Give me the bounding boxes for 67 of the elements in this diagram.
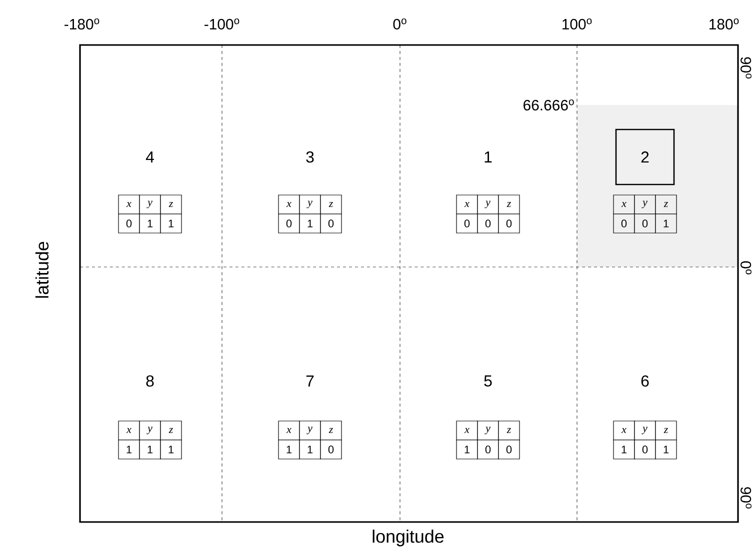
table-cell: 1 bbox=[278, 440, 300, 460]
region-number: 8 bbox=[146, 375, 154, 387]
table-cell: x bbox=[456, 194, 478, 214]
table-cell: z bbox=[160, 420, 182, 440]
region-number: 4 bbox=[146, 152, 154, 162]
table-cell: x bbox=[613, 194, 635, 214]
table-cell: y bbox=[477, 194, 499, 214]
tick-label: 0$^{o}$ bbox=[393, 18, 406, 30]
table-cell: 1 bbox=[299, 214, 321, 234]
tick-label: 180$^{o}$ bbox=[710, 18, 739, 30]
tick-label: 100$^{o}$ bbox=[562, 18, 592, 30]
tick-label: 90$^{o}$ bbox=[740, 487, 752, 509]
table-cell: y bbox=[477, 420, 499, 440]
table-cell: x bbox=[278, 420, 300, 440]
table-cell: 1 bbox=[456, 440, 478, 460]
region-number: 5 bbox=[484, 375, 492, 387]
table-cell: 1 bbox=[655, 440, 677, 460]
table-cell: 0 bbox=[320, 440, 342, 460]
tick-label: 90$^{o}$ bbox=[740, 57, 752, 79]
boxed-region-number: 2 bbox=[615, 128, 675, 186]
table-cell: y bbox=[634, 420, 656, 440]
table-cell: 1 bbox=[139, 440, 161, 460]
table-cell: 1 bbox=[613, 440, 635, 460]
table-cell: z bbox=[655, 420, 677, 440]
table-cell: 1 bbox=[655, 214, 677, 234]
table-cell: y bbox=[634, 194, 656, 214]
table-cell: 0 bbox=[634, 214, 656, 234]
table-cell: y bbox=[139, 420, 161, 440]
table-cell: 0 bbox=[498, 214, 520, 234]
table-cell: 0 bbox=[477, 440, 499, 460]
table-cell: 0 bbox=[498, 440, 520, 460]
latitude-label: 66.666$^{o}$ bbox=[524, 100, 574, 110]
table-cell: z bbox=[498, 420, 520, 440]
table-cell: 1 bbox=[299, 440, 321, 460]
table-cell: x bbox=[118, 194, 140, 214]
table-cell: 0 bbox=[320, 214, 342, 234]
table-cell: 0 bbox=[613, 214, 635, 234]
tick-label: -100$^{o}$ bbox=[204, 18, 240, 30]
tick-label: 0$^{o}$ bbox=[740, 261, 752, 274]
table-cell: 0 bbox=[634, 440, 656, 460]
table-cell: z bbox=[498, 194, 520, 214]
region-number: 7 bbox=[306, 376, 314, 386]
tick-label: -180$^{o}$ bbox=[64, 18, 100, 30]
table-cell: 0 bbox=[118, 214, 140, 234]
table-cell: x bbox=[278, 194, 300, 214]
table-cell: y bbox=[299, 420, 321, 440]
table-cell: 1 bbox=[139, 214, 161, 234]
table-cell: y bbox=[299, 194, 321, 214]
region-number: 3 bbox=[306, 151, 314, 163]
table-cell: 0 bbox=[278, 214, 300, 234]
table-cell: 1 bbox=[118, 440, 140, 460]
table-cell: y bbox=[139, 194, 161, 214]
table-cell: 0 bbox=[456, 214, 478, 234]
table-cell: 0 bbox=[477, 214, 499, 234]
table-cell: 1 bbox=[160, 440, 182, 460]
region-number: 6 bbox=[641, 375, 649, 387]
table-cell: z bbox=[160, 194, 182, 214]
table-cell: z bbox=[320, 420, 342, 440]
table-cell: x bbox=[456, 420, 478, 440]
table-cell: z bbox=[655, 194, 677, 214]
table-cell: x bbox=[613, 420, 635, 440]
table-cell: x bbox=[118, 420, 140, 440]
axis-title: longitude bbox=[372, 530, 444, 546]
table-cell: z bbox=[320, 194, 342, 214]
table-cell: 1 bbox=[160, 214, 182, 234]
axis-title: latitude bbox=[35, 242, 49, 298]
region-number: 1 bbox=[484, 152, 492, 162]
